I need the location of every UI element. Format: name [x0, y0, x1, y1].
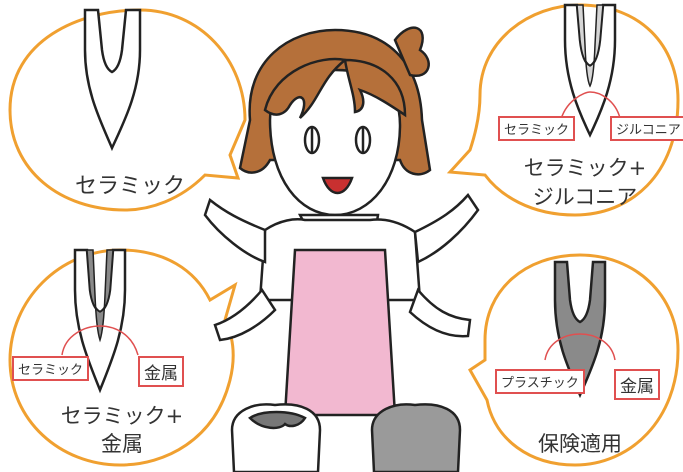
tag-metal-bottom-left: 金属	[138, 356, 184, 387]
tag-ceramic-top-right: セラミック	[498, 116, 576, 141]
bubble-bottom-left-title-2: 金属	[101, 432, 143, 456]
molars	[230, 403, 462, 472]
tag-ceramic-bottom-left: セラミック	[12, 356, 90, 381]
pointing-girl-illustration	[203, 26, 480, 417]
tag-metal-bottom-right: 金属	[614, 369, 660, 400]
bubble-top-right-title-2: ジルコニア	[532, 185, 638, 209]
bubble-top-left-title: セラミック	[74, 174, 185, 199]
label-connectors	[61, 91, 621, 361]
tooth-crown-icon	[83, 8, 142, 152]
bubble-top-right	[446, 3, 680, 217]
crown-diagrams	[73, 3, 617, 399]
bubble-top-right-title-1: セラミック+	[523, 156, 647, 180]
zirconia-core	[576, 4, 604, 88]
tooth-crown-icon	[553, 260, 607, 399]
bubble-bottom-right-title: 保険適用	[538, 432, 622, 456]
metal-core	[86, 249, 114, 343]
bubble-bottom-left-title-1: セラミック+	[60, 404, 184, 428]
tooth-molar-icon	[370, 403, 462, 472]
speech-bubbles	[8, 3, 680, 467]
tag-zirconia: ジルコニア	[610, 116, 683, 141]
tag-plastic: プラスチック	[495, 369, 585, 394]
